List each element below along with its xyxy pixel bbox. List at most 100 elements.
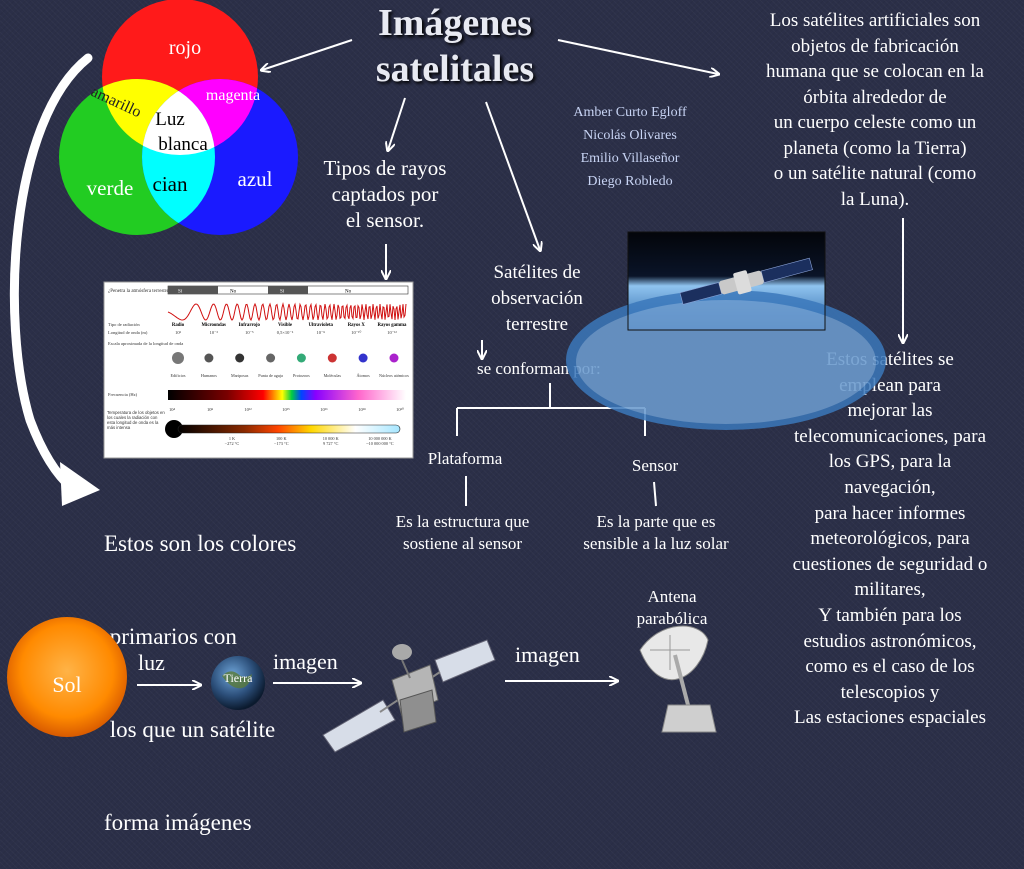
author: Amber Curto Egloff — [573, 105, 687, 120]
primary-line: primarios con — [104, 624, 237, 649]
temperature-label: 10 000 000 K — [368, 436, 392, 441]
green-circle — [59, 79, 215, 235]
temperature-label: −173 °C — [274, 441, 289, 446]
cyan-overlap — [142, 79, 215, 235]
conform-label: se conforman por: — [477, 359, 601, 378]
uses-line: telescopios y — [840, 681, 940, 703]
radiation-type-label: Rayos X — [348, 323, 366, 328]
sensor-label: Sensor — [631, 456, 679, 475]
row-label: Frecuencia (Hz) — [108, 392, 138, 397]
white-center — [142, 79, 215, 155]
penetrates-label: No — [345, 290, 352, 295]
scale-icon — [358, 353, 368, 363]
scale-icon — [235, 353, 245, 363]
radiation-type-label: Rayos gamma — [378, 323, 408, 328]
observation-line: observación — [491, 288, 583, 309]
scale-label: Punta de aguja — [258, 373, 283, 378]
rays-label-line: Tipos de rayos — [323, 156, 447, 180]
uses-line: Estos satélites se — [826, 349, 954, 370]
temp-row-label: Temperatura de los objetos en los cuales… — [107, 410, 165, 430]
arrow-title-to-definition — [557, 39, 718, 74]
temperature-label: −272 °C — [225, 441, 240, 446]
label-blanca: blanca — [158, 134, 208, 155]
wavelength-label: 10⁻⁸ — [316, 330, 325, 335]
flow-image-label-1: imagen — [273, 649, 338, 674]
uses-text: Estos satélites se emplean para mejorar … — [756, 347, 1024, 731]
spectrum-bar — [168, 390, 406, 400]
spectrum-question: ¿Penetra la atmósfera terrestre? — [108, 289, 172, 294]
uses-line: Y también para los — [818, 604, 962, 626]
temperature-label: 1 K — [229, 436, 236, 441]
uses-line: los GPS, para la — [828, 451, 952, 473]
label-rojo: rojo — [169, 37, 201, 59]
observation-line: Satélites de — [493, 262, 581, 283]
wavelength-label: 10⁻⁵ — [245, 330, 254, 335]
uses-line: cuestiones de seguridad o — [792, 553, 988, 575]
label-magenta: magenta — [206, 87, 260, 104]
authors: Amber Curto Egloff Nicolás Olivares Emil… — [545, 101, 715, 193]
radiation-type-label: Microondas — [201, 323, 226, 328]
yellow-overlap — [102, 79, 215, 155]
sensor-description: Es la parte que es sensible a la luz sol… — [562, 511, 750, 555]
uses-line: mejorar las — [847, 400, 933, 422]
frequency-label: 10⁸ — [207, 407, 214, 412]
wave-line — [167, 302, 407, 322]
uses-line: emplean para — [839, 374, 941, 396]
antenna-label-line: parabólica — [636, 609, 708, 628]
sensor-desc-line: Es la parte que es — [596, 512, 716, 531]
scale-label: Átomos — [356, 373, 370, 378]
scale-label: Protozoos — [293, 373, 310, 378]
radiation-type-label: Visible — [278, 323, 292, 328]
arrow-title-to-observation — [485, 101, 540, 250]
primary-line: los que un satélite — [104, 717, 276, 742]
penetrates-label: Sí — [178, 290, 183, 295]
label-verde: verde — [87, 176, 134, 200]
title-line-1: Imágenes — [377, 2, 533, 44]
scale-label: Moléculas — [324, 373, 342, 378]
label-cian: cian — [153, 172, 188, 196]
definition-line: humana que se colocan en la — [766, 61, 984, 82]
flow-light-label: luz — [138, 650, 165, 675]
primary-line: forma imágenes — [104, 810, 252, 835]
antenna-label: Antena parabólica — [622, 586, 722, 630]
scale-label: Humanos — [201, 373, 217, 378]
wavelength-label: 10⁻² — [210, 330, 219, 335]
scale-icon — [266, 353, 276, 363]
arrow-title-to-wheel — [262, 39, 353, 70]
definition-line: objetos de fabricación — [791, 35, 959, 57]
temperature-label: 100 K — [276, 436, 288, 441]
scale-label: Edificios — [170, 373, 185, 378]
platform-desc-line: Es la estructura que — [395, 512, 530, 531]
penetrates-label: Sí — [280, 290, 285, 295]
scale-icon — [204, 353, 214, 363]
primary-line: Estos son los colores — [104, 531, 297, 556]
definition-text: Los satélites artificiales son objetos d… — [735, 8, 1015, 212]
scale-label: Mariposas — [231, 373, 249, 378]
observation-line: terrestre — [505, 314, 569, 335]
thermometer-bar — [177, 424, 401, 434]
temperature-label: ~10 000 000 °C — [366, 441, 393, 446]
label-amarillo: amarillo — [88, 83, 144, 121]
row-label: Temperatura de los objetos en los cuales… — [107, 410, 165, 430]
definition-line: Los satélites artificiales son — [769, 10, 981, 31]
curved-arrow-head — [60, 462, 100, 506]
color-wheel: rojo magenta amarillo Luz blanca verde c… — [59, 0, 298, 235]
radiation-type-label: Infrarrojo — [239, 323, 261, 328]
rays-label-line: el sensor. — [345, 208, 425, 232]
frequency-label: 10¹⁶ — [320, 407, 328, 412]
definition-line: órbita alrededor de — [803, 86, 947, 108]
uses-line: para hacer informes — [814, 502, 966, 524]
frequency-label: 10²⁰ — [396, 407, 404, 412]
antenna-image — [639, 625, 717, 733]
page-title: Imágenes satelitales — [340, 0, 570, 92]
frequency-label: 10¹⁸ — [358, 407, 366, 412]
platform-label: Plataforma — [427, 449, 503, 468]
platform-description: Es la estructura que sostiene al sensor — [370, 511, 555, 555]
uses-line: Las estaciones espaciales — [793, 707, 987, 729]
rays-label: Tipos de rayos captados por el sensor. — [295, 155, 475, 233]
definition-line: un cuerpo celeste como un — [773, 112, 977, 133]
uses-line: como es el caso de los — [805, 656, 975, 678]
uses-line: meteorológicos, para — [810, 528, 970, 550]
row-label: Escala aproximada de la longitud de onda — [108, 341, 183, 346]
antenna-label-line: Antena — [647, 587, 697, 606]
